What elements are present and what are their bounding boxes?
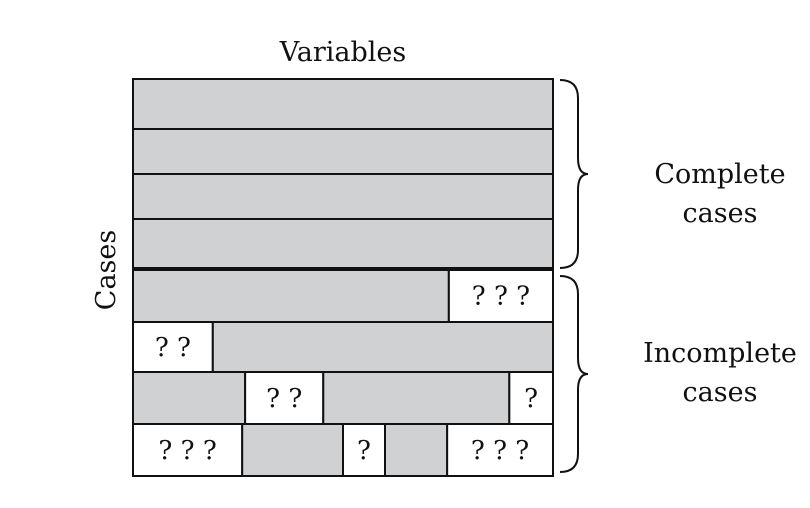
observed-cell — [384, 423, 449, 477]
variables-title: Variables — [279, 37, 407, 68]
missing-value-marks: ? ? ? — [471, 436, 529, 466]
incomplete-cases-label-line1: Incomplete — [643, 338, 797, 369]
missing-value-marks: ? — [524, 384, 538, 414]
missing-cell — [132, 321, 214, 373]
missing-value-marks: ? — [357, 436, 371, 466]
missing-cell — [132, 423, 244, 477]
complete-cases-label-line2: cases — [683, 198, 758, 229]
missing-value-marks: ? ? — [266, 384, 302, 414]
observed-cell — [132, 218, 554, 270]
incomplete-cases-label-line2: cases — [683, 377, 758, 408]
observed-cell — [241, 423, 344, 477]
complete-cases-brace — [559, 79, 589, 269]
incomplete-cases-brace — [559, 275, 589, 473]
case-rows: ? ? ? ? ? ? ?? ? ? ?? ? ? ? — [132, 78, 555, 477]
observed-cell — [132, 173, 554, 220]
observed-cell — [322, 371, 511, 425]
missing-cell — [447, 268, 554, 323]
observed-cell — [132, 128, 554, 175]
missing-value-marks: ? ? ? — [472, 282, 530, 312]
missing-cell — [342, 423, 386, 477]
cases-axis-label: Cases — [91, 230, 122, 310]
observed-cell — [211, 321, 555, 373]
missing-value-marks: ? ? — [155, 333, 191, 363]
complete-cases-label-line1: Complete — [654, 159, 785, 190]
missing-value-marks: ? ? ? — [158, 436, 216, 466]
missing-cell — [508, 371, 555, 425]
missing-cell — [446, 423, 554, 477]
observed-cell — [132, 371, 247, 425]
observed-cell — [132, 78, 554, 130]
observed-cell — [132, 268, 450, 323]
